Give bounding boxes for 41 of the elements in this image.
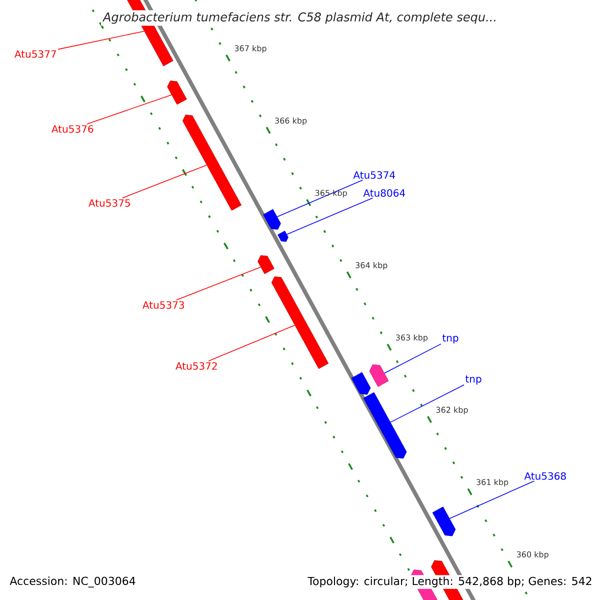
leader-line <box>86 94 172 124</box>
tick-label: 365 kbp <box>315 190 347 198</box>
tick-label: 363 kbp <box>396 334 428 342</box>
tick-label: 367 kbp <box>234 45 266 53</box>
gene-feature <box>432 506 456 536</box>
footer-text: Topology: circular; Length: 542,868 bp; Genes: 542 <box>306 575 594 589</box>
gene-feature <box>278 230 288 242</box>
leader-line <box>286 198 374 235</box>
leader-line <box>449 480 535 519</box>
gene-label: Atu8064 <box>363 189 406 197</box>
title: Agrobacterium tumefaciens str. C58 plasmid At, complete sequ... <box>101 10 499 26</box>
leader-line <box>276 180 364 218</box>
leader-line <box>384 344 442 374</box>
footer-text: Accession: NC_003064 <box>8 575 138 589</box>
tick-label: 362 kbp <box>436 406 468 414</box>
gene-feature <box>263 209 281 230</box>
leader-line <box>390 384 464 423</box>
gene-label: Atu5376 <box>52 125 94 133</box>
gene-label: Atu5372 <box>176 362 217 370</box>
gene-label: tnp <box>442 334 458 344</box>
tick-label: 361 kbp <box>476 478 508 487</box>
gene-feature <box>369 364 389 387</box>
gene-feature <box>182 114 242 211</box>
leader-line <box>58 30 145 50</box>
gene-label: Atu5368 <box>524 472 566 480</box>
leader-line <box>122 164 208 198</box>
gene-label: Atu5374 <box>353 171 396 179</box>
tick-label: 360 kbp <box>516 551 548 559</box>
gene-feature <box>271 276 329 369</box>
leader-line <box>208 324 296 362</box>
gene-feature <box>351 372 371 395</box>
gene-feature <box>167 80 187 105</box>
tick-label: 364 kbp <box>356 262 388 270</box>
tick-label: 366 kbp <box>275 117 307 126</box>
gene-label: tnp <box>465 375 482 385</box>
gene-label: Atu5373 <box>142 301 184 309</box>
leader-line <box>176 266 262 300</box>
gene-feature <box>258 255 274 274</box>
gene-label: Atu5377 <box>14 50 56 58</box>
gene-label: Atu5375 <box>88 199 130 207</box>
gene-feature <box>363 392 407 459</box>
